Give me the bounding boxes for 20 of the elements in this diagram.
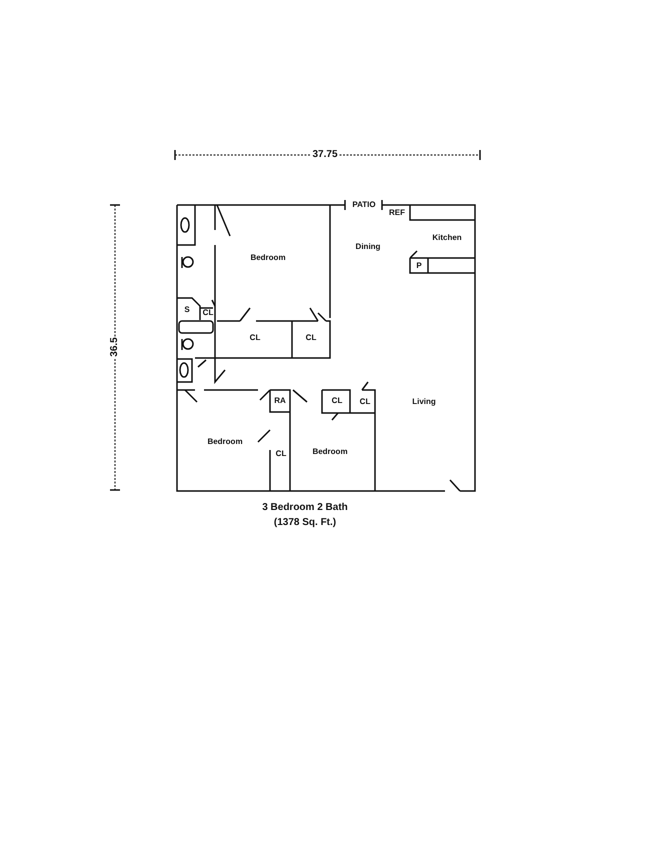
room-label: Dining bbox=[356, 243, 380, 251]
shower-label: S bbox=[184, 306, 190, 314]
closet-label: CL bbox=[332, 397, 342, 405]
caption: 3 Bedroom 2 Bath (1378 Sq. Ft.) bbox=[261, 501, 349, 530]
room-label: Bedroom bbox=[207, 438, 243, 446]
room-label: PATIO bbox=[352, 201, 376, 209]
room-label: Living bbox=[412, 398, 436, 406]
room-label: Bedroom bbox=[312, 448, 348, 456]
closet-label: CL bbox=[360, 398, 370, 406]
dimension-label: 36.5 bbox=[110, 336, 120, 358]
closet-label: CL bbox=[276, 450, 286, 458]
pantry-label: P bbox=[416, 262, 422, 270]
appliance-label: REF bbox=[389, 209, 405, 217]
room-label: RA bbox=[274, 397, 286, 405]
room-label: Bedroom bbox=[250, 254, 286, 262]
dimension-label: 37.75 bbox=[311, 150, 339, 160]
room-label: Kitchen bbox=[432, 234, 462, 242]
closet-label: CL bbox=[250, 334, 260, 342]
closet-label: CL bbox=[202, 309, 214, 317]
closet-label: CL bbox=[306, 334, 316, 342]
